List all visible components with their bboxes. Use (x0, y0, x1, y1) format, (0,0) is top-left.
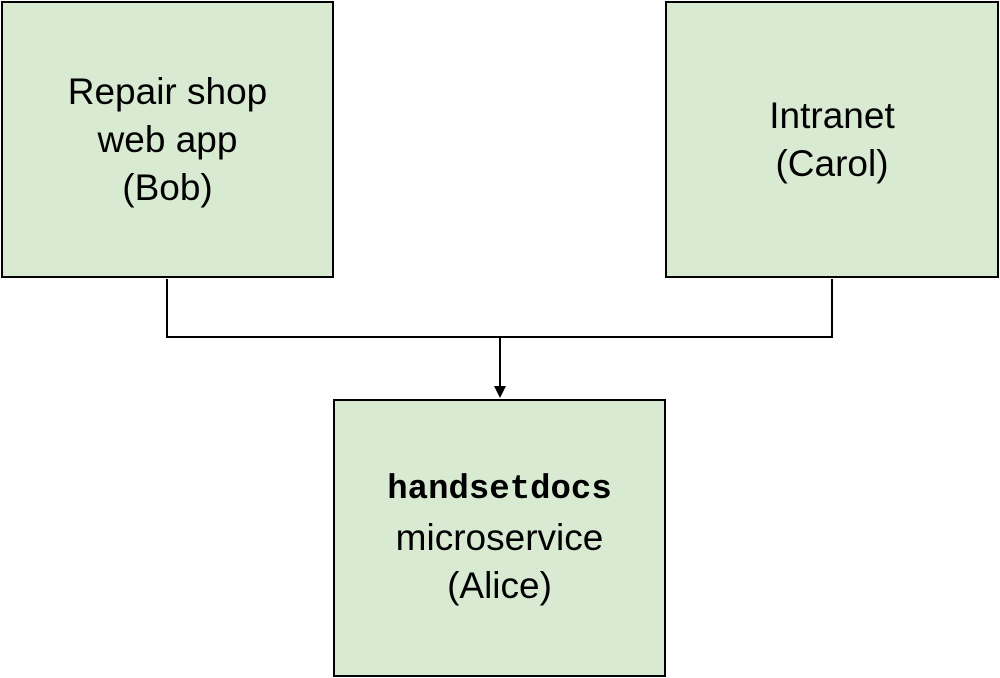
handsetdocs-code-name: handsetdocs (387, 471, 612, 509)
handsetdocs-microservice-node: handsetdocs microservice (Alice) (333, 399, 666, 677)
handsetdocs-line-1: microservice (395, 517, 604, 558)
repair-shop-line-3: (Bob) (122, 166, 213, 208)
edge-intranet-to-junction (500, 279, 833, 338)
intranet-line-2: (Carol) (775, 142, 889, 184)
arrowhead-handsetdocs (494, 386, 506, 398)
edge-repair-shop-to-junction (166, 279, 500, 338)
intranet-line-1: Intranet (769, 94, 895, 136)
handsetdocs-line-2: (Alice) (447, 565, 552, 606)
repair-shop-line-2: web app (97, 118, 238, 160)
repair-shop-web-app-node: Repair shop web app (Bob) (1, 1, 334, 278)
repair-shop-line-1: Repair shop (67, 70, 268, 112)
intranet-node: Intranet (Carol) (665, 1, 999, 278)
